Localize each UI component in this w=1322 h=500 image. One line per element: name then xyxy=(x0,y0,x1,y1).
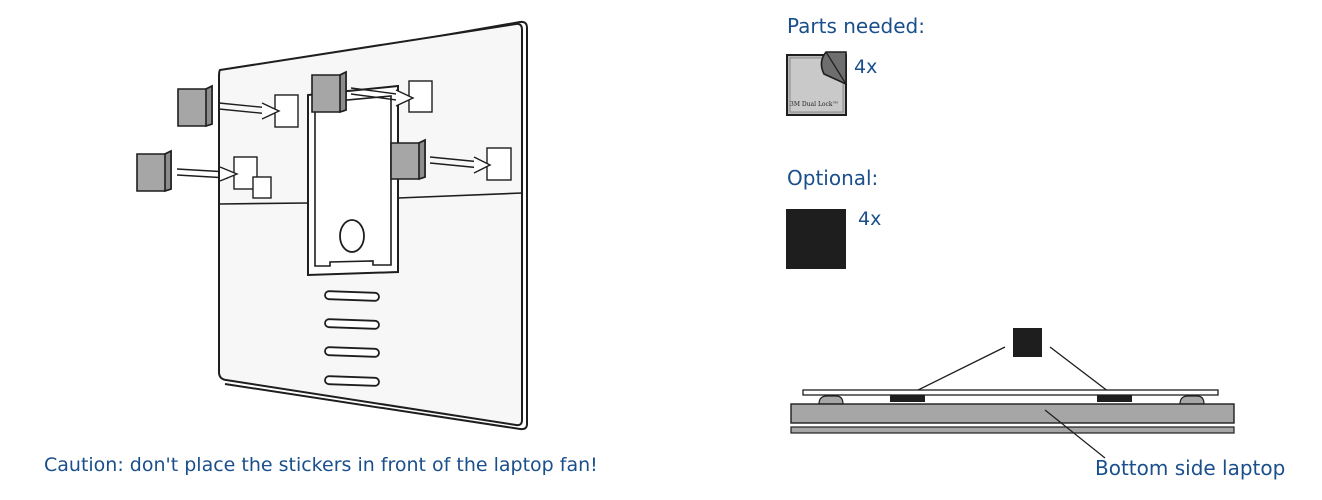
pad-callout-square xyxy=(1013,328,1042,357)
side-view-caption: Bottom side laptop xyxy=(1095,456,1286,480)
center-bracket xyxy=(307,84,399,277)
vent-slots xyxy=(324,290,380,387)
optional-heading: Optional: xyxy=(787,166,879,190)
placement-arrows xyxy=(176,87,492,182)
sticker-block xyxy=(177,84,213,128)
parts-needed-quantity: 4x xyxy=(854,56,878,78)
sticker-block xyxy=(390,138,426,181)
laptop-body xyxy=(790,403,1235,424)
caution-note: Caution: don't place the stickers in fro… xyxy=(44,454,598,476)
stand-plate-edge xyxy=(802,389,1219,396)
optional-quantity: 4x xyxy=(858,208,882,230)
cable-hole xyxy=(339,219,365,253)
side-view-diagram xyxy=(790,328,1235,459)
sticker-brand-text: 3M Dual Lock™ xyxy=(790,101,839,108)
pad-left xyxy=(890,395,925,402)
dual-lock-sticker-icon: 3M Dual Lock™ xyxy=(786,51,847,116)
sticker-targets xyxy=(233,80,512,199)
optional-black-pad xyxy=(786,209,846,269)
gray-stickers xyxy=(136,70,426,193)
sticker-block xyxy=(311,70,347,114)
foot-left xyxy=(818,395,844,405)
parts-needed-heading: Parts needed: xyxy=(787,14,925,38)
foot-right xyxy=(1179,395,1205,405)
sticker-block xyxy=(136,149,172,193)
caption-leader-line xyxy=(1044,409,1106,459)
pad-right xyxy=(1097,395,1132,402)
laptop-lid xyxy=(790,426,1235,434)
